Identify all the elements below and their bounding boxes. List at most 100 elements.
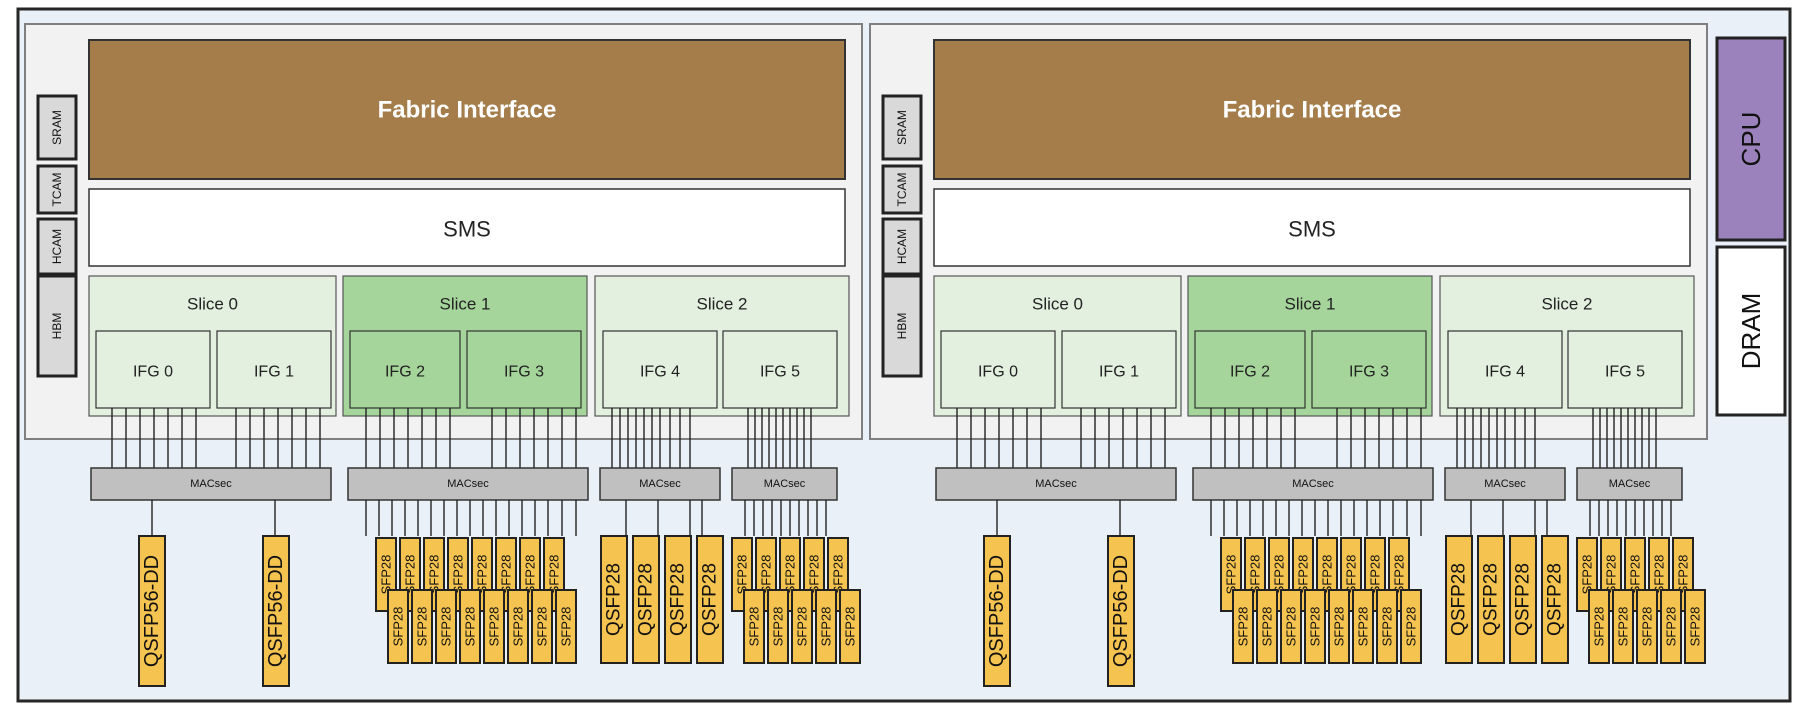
ifg-label: IFG 4	[640, 364, 680, 381]
port-label: SFP28	[783, 555, 798, 595]
ifg-label: IFG 1	[254, 364, 294, 381]
memory-label: TCAM	[895, 173, 909, 207]
port-label: SFP28	[843, 607, 858, 647]
port-qsfp28	[632, 535, 660, 664]
port-label: QSFP28	[636, 563, 657, 636]
port-label: SFP28	[463, 607, 478, 647]
ifg-1-box	[1061, 330, 1177, 409]
port-label: QSFP56-DD	[265, 555, 287, 667]
macsec-label: MACsec	[1609, 478, 1651, 490]
port-label: SFP28	[1592, 607, 1607, 647]
macsec-label: MACsec	[1292, 478, 1334, 490]
ifg-4-box	[1447, 330, 1563, 409]
port-qsfp56-dd	[1107, 535, 1135, 687]
port-label: SFP28	[559, 607, 574, 647]
port-label: SFP28	[487, 607, 502, 647]
macsec-block-3	[731, 467, 838, 501]
ifg-5-box	[1567, 330, 1683, 409]
port-label: SFP28	[1664, 607, 1679, 647]
port-label: SFP28	[1260, 607, 1275, 647]
dram-box	[1715, 245, 1787, 417]
dram-label: DRAM	[1736, 293, 1766, 370]
memory-block-tcam	[881, 164, 923, 215]
ifg-label: IFG 3	[504, 364, 544, 381]
ifg-1-box	[216, 330, 332, 409]
memory-label: TCAM	[50, 173, 64, 207]
port-qsfp56-dd	[983, 535, 1011, 687]
port-label: SFP28	[403, 555, 418, 595]
port-label: SFP28	[391, 607, 406, 647]
port-label: QSFP28	[700, 563, 721, 636]
port-sfp28	[1376, 589, 1398, 664]
ifg-label: IFG 1	[1099, 364, 1139, 381]
port-label: SFP28	[1344, 555, 1359, 595]
ifg-3-box	[466, 330, 582, 409]
port-qsfp28	[1509, 535, 1537, 664]
memory-block-hbm	[881, 274, 923, 378]
port-qsfp56-dd	[138, 535, 166, 687]
port-sfp28	[1304, 589, 1326, 664]
port-label: SFP28	[511, 607, 526, 647]
port-qsfp56-dd	[262, 535, 290, 687]
port-sfp28	[1612, 589, 1634, 664]
slice-label: Slice 0	[187, 295, 238, 314]
ifg-label: IFG 4	[1485, 364, 1525, 381]
port-sfp28	[555, 589, 577, 664]
slice-label: Slice 2	[696, 295, 747, 314]
port-sfp28	[1400, 589, 1422, 664]
macsec-block-0	[935, 467, 1177, 501]
port-label: SFP28	[427, 555, 442, 595]
port-label: SFP28	[747, 607, 762, 647]
port-label: SFP28	[759, 555, 774, 595]
sms-box	[88, 188, 846, 267]
port-label: SFP28	[831, 555, 846, 595]
port-label: SFP28	[807, 555, 822, 595]
macsec-block-1	[1192, 467, 1434, 501]
memory-label: SRAM	[895, 110, 909, 145]
ifg-0-box	[940, 330, 1056, 409]
port-lanes	[996, 500, 1672, 536]
port-label: SFP28	[547, 555, 562, 595]
port-label: QSFP56-DD	[141, 555, 163, 667]
macsec-block-3	[1576, 467, 1683, 501]
port-sfp28	[459, 589, 481, 664]
fabric-interface-label: Fabric Interface	[378, 97, 557, 124]
port-sfp28	[815, 589, 837, 664]
port-label: QSFP28	[604, 563, 625, 636]
macsec-label: MACsec	[764, 478, 806, 490]
ifg-label: IFG 2	[385, 364, 425, 381]
port-label: QSFP56-DD	[986, 555, 1008, 667]
ifg-2-box	[349, 330, 461, 409]
port-label: SFP28	[1296, 555, 1311, 595]
port-label: SFP28	[451, 555, 466, 595]
macsec-label: MACsec	[190, 478, 232, 490]
port-label: SFP28	[1368, 555, 1383, 595]
memory-label: HCAM	[50, 229, 64, 264]
ifg-label: IFG 2	[1230, 364, 1270, 381]
port-label: SFP28	[1272, 555, 1287, 595]
slice-label: Slice 0	[1032, 295, 1083, 314]
port-qsfp28	[1541, 535, 1569, 664]
port-label: SFP28	[1308, 607, 1323, 647]
cpu-label: CPU	[1736, 112, 1766, 167]
port-label: SFP28	[379, 555, 394, 595]
port-sfp28	[791, 589, 813, 664]
port-label: SFP28	[1604, 555, 1619, 595]
ifg-0-box	[95, 330, 211, 409]
port-label: SFP28	[475, 555, 490, 595]
memory-block-sram	[36, 94, 78, 161]
port-label: SFP28	[1356, 607, 1371, 647]
port-label: SFP28	[439, 607, 454, 647]
port-label: QSFP28	[1545, 563, 1566, 636]
port-label: SFP28	[795, 607, 810, 647]
port-label: QSFP28	[668, 563, 689, 636]
port-qsfp28	[600, 535, 628, 664]
memory-block-hbm	[36, 274, 78, 378]
ifg-2-box	[1194, 330, 1306, 409]
slice-label: Slice 2	[1541, 295, 1592, 314]
cpu-box	[1715, 36, 1787, 242]
port-sfp28	[839, 589, 861, 664]
port-label: QSFP28	[1481, 563, 1502, 636]
macsec-block-2	[599, 467, 721, 501]
